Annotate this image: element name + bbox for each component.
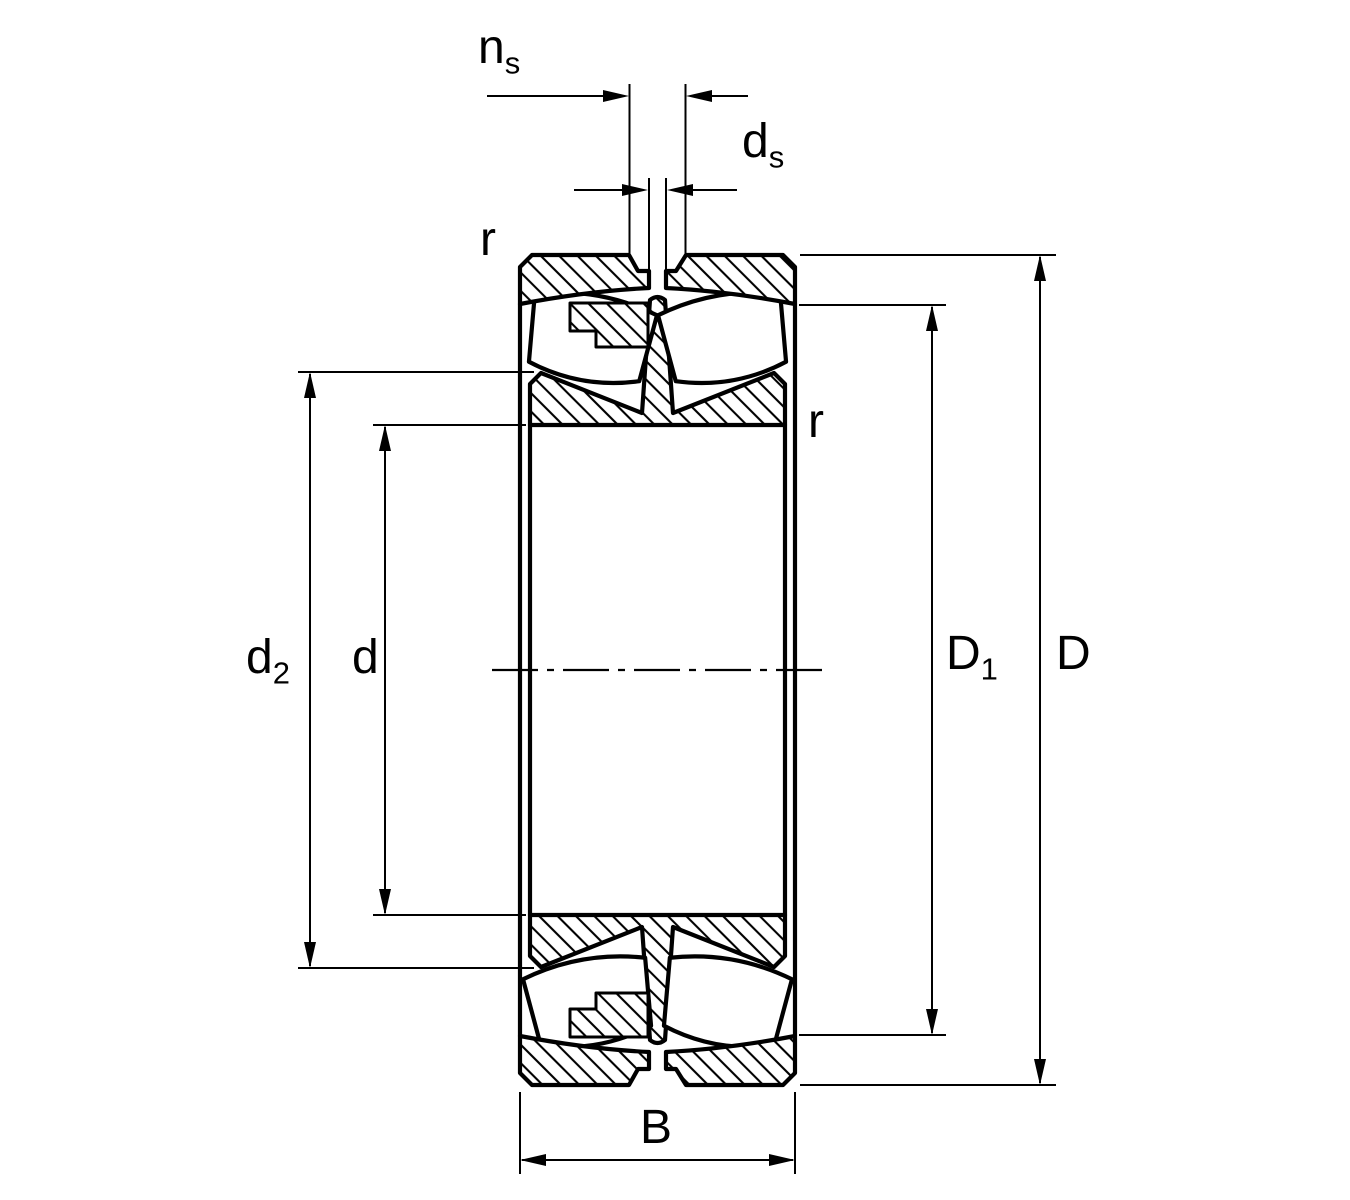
dimension-d xyxy=(373,424,526,916)
dimension-ns xyxy=(487,84,748,254)
dimension-ds xyxy=(574,178,737,270)
cage-bottom-section xyxy=(568,991,650,1039)
arrowhead xyxy=(1034,255,1046,281)
roller-top-right xyxy=(655,290,789,386)
outer-ring-top-left-half xyxy=(517,252,652,307)
arrowhead xyxy=(926,1009,938,1035)
cage-top-section xyxy=(568,301,650,349)
dim-label-B-base: B xyxy=(640,1101,673,1154)
arrowhead xyxy=(520,1154,546,1166)
dim-label-D1-base: D xyxy=(946,627,981,680)
arrowhead xyxy=(379,425,391,451)
dim-label-D: D xyxy=(1056,630,1091,678)
arrowhead xyxy=(379,889,391,915)
dim-label-d: d xyxy=(352,634,379,682)
dim-label-D1: D1 xyxy=(946,627,998,685)
arrowhead xyxy=(622,184,648,196)
dim-label-D-base: D xyxy=(1056,627,1091,680)
inner-ring-top-section xyxy=(527,294,788,428)
arrowhead xyxy=(769,1154,795,1166)
outer-ring-bottom-right-half xyxy=(663,1033,798,1088)
outer-ring-top-right-half xyxy=(663,252,798,307)
dim-label-ds: ds xyxy=(742,115,784,173)
arrowhead xyxy=(926,305,938,331)
dim-label-r-right: r xyxy=(808,398,824,446)
dim-label-d-base: d xyxy=(352,631,379,684)
dim-label-r-right-base: r xyxy=(808,395,824,448)
arrowhead xyxy=(603,90,629,102)
dim-label-ns-base: n xyxy=(478,21,505,74)
arrowhead xyxy=(686,90,712,102)
arrowhead xyxy=(667,184,693,196)
dimension-D xyxy=(800,254,1056,1086)
dim-label-B: B xyxy=(640,1104,672,1152)
dim-label-ds-sub: s xyxy=(768,139,785,175)
dimension-D1 xyxy=(799,304,946,1036)
roller-bottom-right xyxy=(661,954,795,1050)
inner-ring-bottom-section xyxy=(527,912,788,1046)
dim-label-ns-sub: s xyxy=(504,45,521,81)
arrowhead xyxy=(304,372,316,398)
dim-label-r-top-left: r xyxy=(480,216,496,264)
outer-ring-bottom-left-half xyxy=(517,1033,652,1088)
arrowhead xyxy=(1034,1059,1046,1085)
dimension-d2 xyxy=(298,371,534,969)
outer-ring-bottom-section xyxy=(517,1033,798,1088)
dim-label-ns: ns xyxy=(478,21,520,79)
dimension-B xyxy=(519,1092,796,1174)
dim-label-d2-base: d xyxy=(246,631,273,684)
dim-label-ds-base: d xyxy=(742,115,769,168)
outer-ring-top-section xyxy=(517,252,798,307)
dim-label-d2: d2 xyxy=(246,631,290,689)
arrowhead xyxy=(304,942,316,968)
dim-label-d2-sub: 2 xyxy=(272,655,290,691)
dim-label-r-top-left-base: r xyxy=(480,213,496,266)
dim-label-D1-sub: 1 xyxy=(980,651,998,687)
